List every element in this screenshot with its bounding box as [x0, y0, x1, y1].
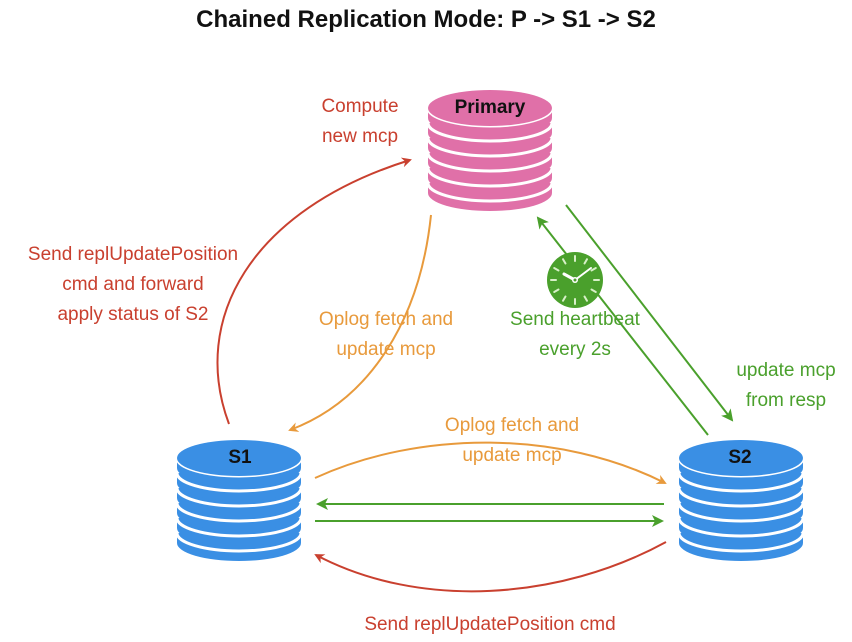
s2-database	[677, 440, 805, 561]
clock-tick	[590, 267, 597, 272]
heartbeat-label: Send heartbeat every 2s	[510, 309, 640, 360]
primary-label: Primary	[454, 97, 526, 118]
database-top	[679, 440, 803, 476]
database-disk-separator	[426, 167, 554, 188]
arrow-primary-to-s2-response	[565, 204, 734, 422]
database-disk-separator	[426, 182, 554, 203]
arrow-s1-to-primary	[216, 157, 412, 425]
database-disk-separator	[175, 502, 303, 523]
send-repl-s2-label: Send replUpdatePosition cmd	[364, 614, 616, 635]
clock-tick	[553, 288, 560, 293]
database-top	[428, 90, 552, 126]
arrow-s1-to-s2-oplog	[314, 441, 667, 484]
diagram-title: Chained Replication Mode: P -> S1 -> S2	[196, 6, 656, 33]
database-top	[177, 440, 301, 476]
database-disk-separator	[175, 532, 303, 553]
clock-tick	[583, 258, 588, 265]
database-disk-separator	[175, 517, 303, 538]
clock-tick	[562, 258, 567, 265]
arrow-primary-to-s1	[288, 214, 432, 432]
s1-database	[175, 440, 303, 561]
oplog-primary-s1-label: Oplog fetch and update mcp	[318, 309, 454, 360]
s1-label: S1	[228, 447, 252, 468]
primary-database	[426, 90, 554, 211]
clock-tick	[553, 267, 560, 272]
clock-tick	[562, 295, 567, 302]
database-disk-separator	[677, 487, 805, 508]
database-disk-separator	[426, 152, 554, 173]
s2-label: S2	[728, 447, 752, 468]
compute-mcp-label: Compute new mcp	[321, 96, 399, 147]
database-disk-separator	[175, 487, 303, 508]
database-disk-separator	[677, 517, 805, 538]
send-repl-forward-label: Send replUpdatePosition cmd and forward …	[27, 244, 239, 325]
clock-icon	[547, 252, 603, 308]
oplog-s1-s2-label: Oplog fetch and update mcp	[444, 415, 580, 466]
database-disk-separator	[677, 472, 805, 493]
arrow-s2-to-s1-repl	[314, 541, 667, 593]
database-disk-separator	[426, 122, 554, 143]
database-disk-separator	[426, 137, 554, 158]
database-disk-separator	[677, 532, 805, 553]
update-mcp-resp-label: update mcp from resp	[736, 360, 836, 411]
database-disk-separator	[677, 502, 805, 523]
clock-tick	[590, 288, 597, 293]
clock-tick	[583, 295, 588, 302]
database-disk-separator	[175, 472, 303, 493]
